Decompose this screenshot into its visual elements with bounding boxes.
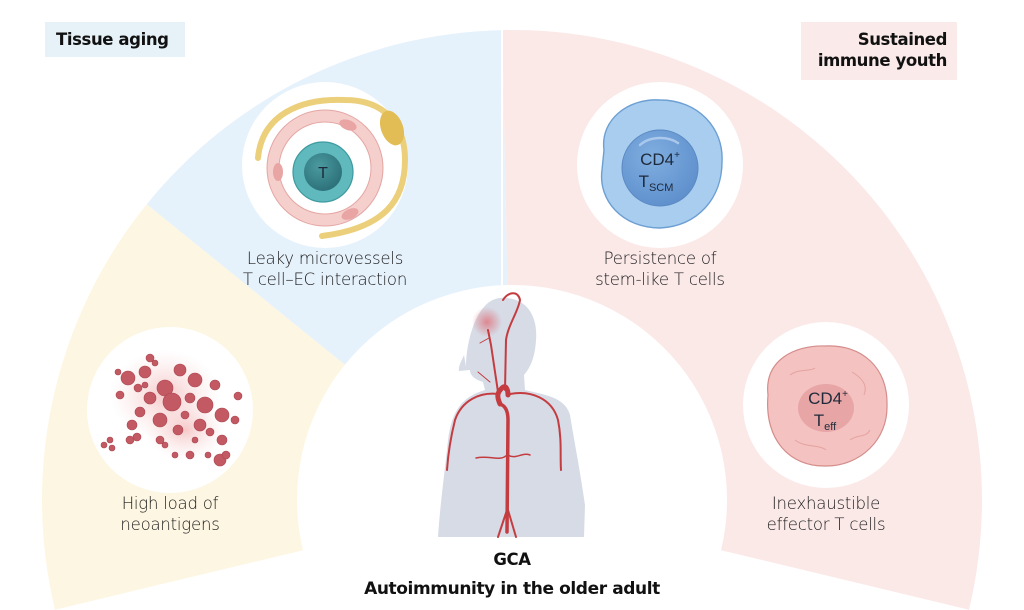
neoantigen-particle [214, 407, 230, 423]
teff-label-main: CD4+ [808, 389, 848, 408]
neoantigen-particle [230, 415, 240, 425]
neoantigen-particle [138, 365, 152, 379]
neoantigen-particle [184, 392, 196, 404]
neoantigen-illustration [87, 327, 253, 493]
effector-cell-illustration: CD4+ Teff [743, 322, 909, 488]
header-immune-youth-line1: Sustained [857, 30, 948, 49]
figure-title: Autoimmunity in the older adult [364, 579, 660, 599]
neoantigen-particle [134, 406, 146, 418]
neoantigen-particle [187, 372, 203, 388]
neoantigen-particle [193, 418, 207, 432]
neoantigen-particle [108, 444, 116, 452]
caption-neoantigens-line1: High load of [121, 494, 219, 513]
tscm-label-sub: TSCM [639, 172, 674, 194]
neoantigen-particle [132, 432, 142, 442]
neoantigen-particle [233, 391, 243, 401]
caption-stem-line1: Persistence of [603, 249, 717, 268]
neoantigen-particle [172, 424, 184, 436]
caption-effector-line1: Inexhaustible [771, 494, 881, 513]
neoantigen-particle [120, 370, 136, 386]
tscm-label-main: CD4+ [640, 150, 680, 169]
caption-effector-line2: effector T cells [766, 515, 886, 534]
neoantigen-particle [205, 427, 215, 437]
neoantigen-particle [143, 391, 157, 405]
neoantigen-particle [151, 359, 159, 367]
caption-stem-cells: Persistence of stem-like T cells [560, 248, 760, 290]
neoantigen-particle [196, 396, 214, 414]
neoantigen-particle [155, 435, 165, 445]
caption-neoantigens-line2: neoantigens [120, 515, 220, 534]
neoantigen-particle [216, 434, 228, 446]
neoantigen-particle [115, 390, 125, 400]
neoantigen-particle [161, 441, 169, 449]
neoantigen-particle [180, 410, 190, 420]
header-immune-youth-line2: immune youth [817, 51, 948, 70]
neoantigen-particle [152, 412, 168, 428]
neoantigen-particle [204, 451, 212, 459]
header-tissue-aging: Tissue aging [56, 30, 169, 49]
neoantigen-particle [209, 379, 221, 391]
header-immune-youth: Sustained immune youth [801, 29, 948, 71]
caption-effector: Inexhaustible effector T cells [736, 493, 916, 535]
disease-label: GCA [493, 550, 531, 569]
t-cell-label: T [318, 165, 328, 182]
teff-label-sub: Teff [814, 411, 837, 433]
neoantigen-particle [106, 436, 114, 444]
stem-cell-illustration: CD4+ TSCM [577, 82, 743, 248]
neoantigen-particle [162, 392, 182, 412]
neoantigen-particle [114, 368, 122, 376]
microvessel-illustration: T [242, 82, 409, 248]
tissue-aging-box [45, 22, 185, 57]
caption-microvessels: Leaky microvessels T cell–EC interaction [205, 248, 445, 290]
human-figure-illustration [438, 292, 585, 538]
caption-microvessels-line1: Leaky microvessels [246, 249, 404, 268]
immune-youth-box [801, 22, 957, 80]
neoantigen-particle [133, 383, 143, 393]
caption-neoantigens: High load of neoantigens [80, 493, 260, 535]
neoantigen-particle [141, 381, 149, 389]
neoantigen-particle [126, 419, 138, 431]
neoantigen-particle [171, 451, 179, 459]
neoantigen-particle [191, 436, 199, 444]
neoantigen-particle [221, 450, 231, 460]
caption-microvessels-line2: T cell–EC interaction [242, 270, 408, 289]
neoantigen-particle [185, 450, 195, 460]
neoantigen-particle [145, 353, 155, 363]
neoantigen-particle [173, 363, 187, 377]
caption-stem-line2: stem-like T cells [595, 270, 725, 289]
neoantigen-particle [100, 441, 108, 449]
